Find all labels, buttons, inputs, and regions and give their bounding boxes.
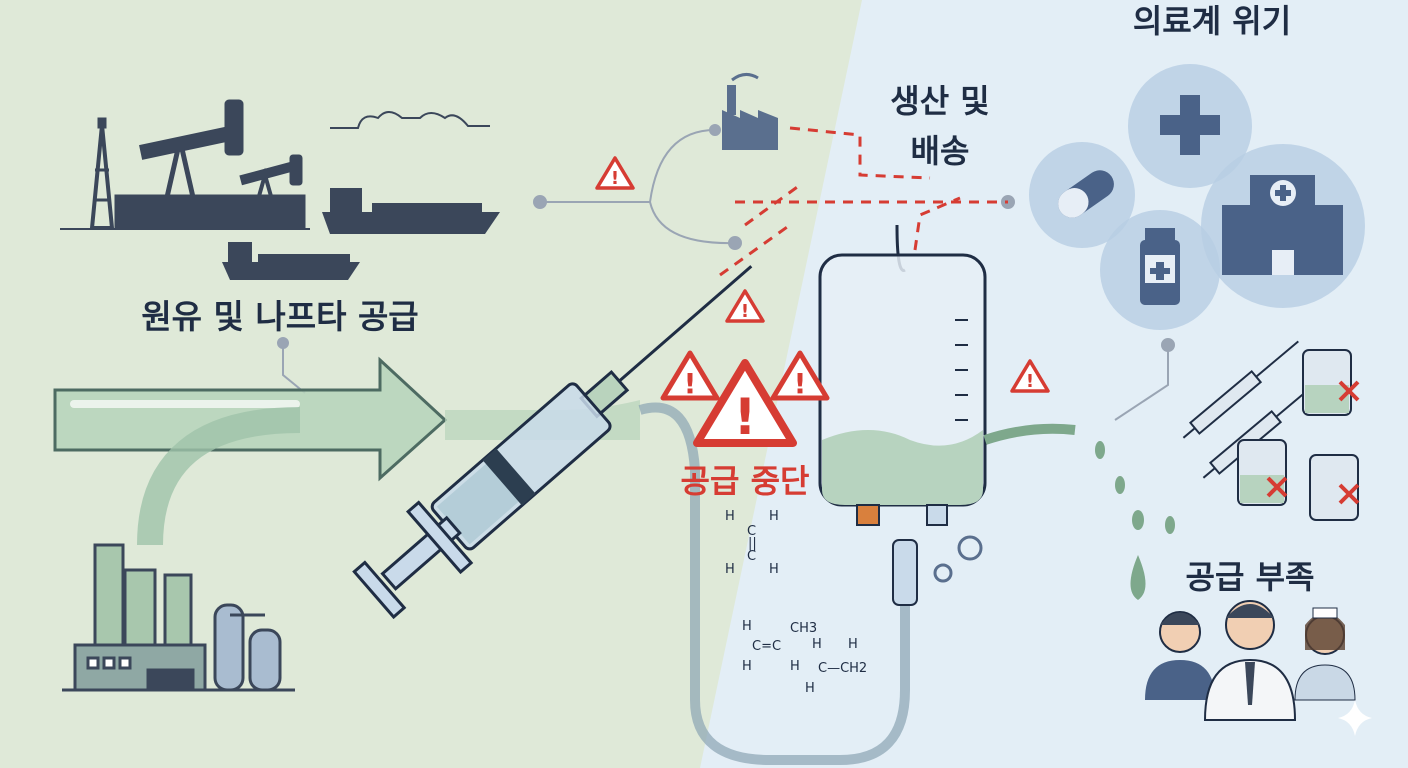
factory-icon [722,73,778,150]
tanker-ship-icon [322,188,500,234]
svg-text:!: ! [741,301,749,322]
pill-icon [1058,170,1114,218]
empty-supplies [1182,340,1359,521]
warning-icon: ! [1010,359,1050,393]
svg-text:H: H [769,562,779,577]
svg-text:H: H [790,659,800,674]
patient-icon [1145,611,1215,700]
warning-icon: ! [660,350,720,401]
svg-text:!: ! [684,367,697,400]
medical-cross-icon [1160,95,1220,155]
svg-text:!: ! [794,367,807,400]
warning-icon: ! [770,350,830,401]
supply-source-title: 원유 및 나프타 공급 [141,297,418,336]
svg-text:C=C: C=C [752,639,781,654]
svg-text:H: H [742,619,752,634]
svg-text:H: H [725,562,735,577]
svg-text:!: ! [734,388,757,446]
left-background [0,0,862,768]
iv-bag-icon [818,224,1076,606]
svg-text:||: || [748,536,757,551]
oil-field-icon [60,99,310,230]
iv-tube [638,402,910,765]
medical-icons [1029,64,1365,330]
warning-icon: ! [595,156,635,190]
svg-text:H: H [805,681,815,696]
production-label-line1: 생산 및 [890,82,989,120]
red-x-icons [1266,380,1360,505]
ethylene-structure: H H C || C H H [725,509,779,577]
svg-text:CH3: CH3 [790,621,817,636]
propylene-structure: H C=C CH3 H H [742,619,817,674]
svg-text:C: C [747,549,756,564]
svg-text:!: ! [1026,371,1034,392]
medical-crisis-title: 의료계 위기 [1133,2,1291,40]
refinery-icon [62,543,295,692]
leaking-drops [1095,441,1175,600]
doctor-icon [1203,600,1297,721]
svg-text:H: H [848,637,858,652]
ethyl-structure: H H C—CH2 H [805,637,867,696]
warning-icon-large: ! [693,359,797,447]
hospital-icon [1222,175,1343,275]
svg-text:H: H [812,637,822,652]
warning-icons: ! ! ! ! ! ! [595,156,1050,447]
svg-text:H: H [725,509,735,524]
production-label-line2: 배송 [911,132,970,170]
svg-text:H: H [769,509,779,524]
supply-shortage-label: 공급 부족 [1186,558,1315,596]
tanker-ship-small-icon [222,242,360,280]
medical-staff-icons [1145,600,1356,721]
gear-icon [933,535,983,583]
sparkle-icon [1338,700,1372,736]
medicine-bottle-icon [1140,228,1180,305]
svg-text:!: ! [611,168,619,189]
connector-lines [277,124,1175,421]
disrupted-links [719,126,1008,277]
svg-text:C: C [747,524,756,539]
supply-disruption-label: 공급 중단 [681,462,810,500]
syringe-icon [352,265,753,620]
svg-text:H: H [742,659,752,674]
cloud-icon [330,111,490,129]
svg-text:C—CH2: C—CH2 [818,661,867,676]
nurse-icon [1294,607,1356,701]
warning-icon: ! [725,289,765,323]
